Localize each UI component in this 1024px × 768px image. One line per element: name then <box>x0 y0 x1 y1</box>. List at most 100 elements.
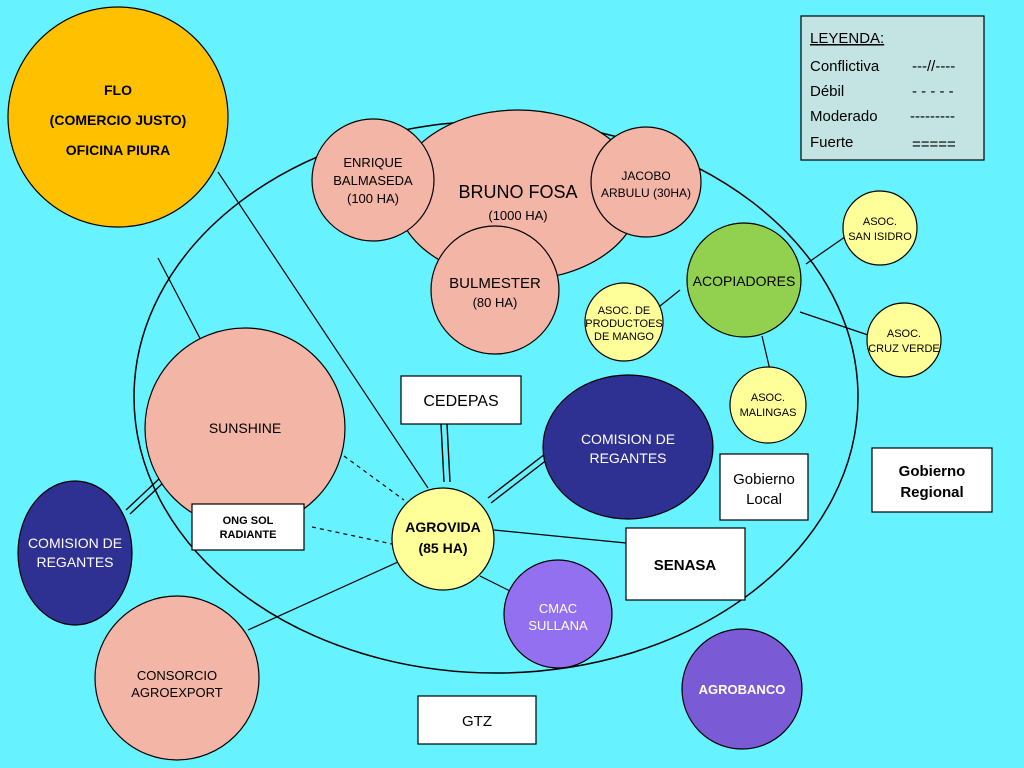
node-flo-label: FLO(COMERCIO JUSTO)OFICINA PIURA <box>50 82 187 158</box>
sunshine-line-0: SUNSHINE <box>209 420 281 436</box>
consorcio-line-1: AGROEXPORT <box>131 685 223 700</box>
node-flo: FLO(COMERCIO JUSTO)OFICINA PIURA <box>7 6 229 228</box>
link-acopiadores-mango <box>659 289 681 307</box>
jacobo-line-0: JACOBO <box>621 169 670 183</box>
enrique-line-0: ENRIQUE <box>343 155 403 170</box>
comision-l-line-0: COMISION DE <box>28 535 122 551</box>
node-acopiadores-label: ACOPIADORES <box>693 273 796 289</box>
enrique-line-1: BALMASEDA <box>333 173 413 188</box>
node-enrique-label: ENRIQUE BALMASEDA (100 HA) <box>333 155 413 206</box>
box-cedepas-label: CEDEPAS <box>423 393 498 410</box>
cmac-line-1: SULLANA <box>528 618 588 633</box>
link-comision-agrovida-a <box>487 453 546 499</box>
bruno-line-0: BRUNO FOSA <box>458 182 577 202</box>
node-bruno-fosa-label: BRUNO FOSA(1000 HA) <box>458 182 577 223</box>
node-agrovida-label: AGROVIDA(85 HA) <box>405 519 480 556</box>
node-asoc-cruz-verde: ASOC. CRUZ VERDE <box>866 302 942 378</box>
link-comision-left-sunshine-b <box>129 481 165 515</box>
node-agrovida: AGROVIDA(85 HA) <box>391 487 495 591</box>
comision-r-line-0: COMISION DE <box>581 431 675 447</box>
sanisidro-line-0: ASOC. <box>863 216 897 228</box>
box-gtz-label: GTZ <box>462 713 492 730</box>
comision-l-line-1: REGANTES <box>36 554 113 570</box>
agrobanco-line-0: AGROBANCO <box>699 682 786 697</box>
ong-line-0: ONG SOL <box>223 515 274 527</box>
node-asoc-san-isidro: ASOC. SAN ISIDRO <box>842 190 918 266</box>
mango-line-0: ASOC. DE <box>598 305 651 317</box>
legend-label-debil: Débil <box>810 83 844 100</box>
link-acopiadores-cruzverde <box>799 311 869 336</box>
agrovida-line-0: AGROVIDA <box>405 519 480 535</box>
box-ong-sol-label: ONG SOL RADIANTE <box>220 515 277 541</box>
flo-line-2: OFICINA PIURA <box>66 142 170 158</box>
node-comision-regantes-right: COMISION DE REGANTES <box>542 374 714 520</box>
box-ong-sol-radiante: ONG SOL RADIANTE <box>191 503 305 551</box>
box-senasa: SENASA <box>625 527 746 601</box>
comision-r-line-1: REGANTES <box>589 450 666 466</box>
link-consorcio-agrovida <box>247 561 399 631</box>
link-comision-left-sunshine-a <box>125 477 161 511</box>
cruzverde-line-0: ASOC. <box>887 328 921 340</box>
cedepas-line-0: CEDEPAS <box>423 393 498 410</box>
legend-label-moderado: Moderado <box>810 108 878 125</box>
link-comision-agrovida-b <box>490 458 549 504</box>
node-acopiadores: ACOPIADORES <box>686 222 802 338</box>
node-asoc-malingas-label: ASOC. MALINGAS <box>740 392 797 419</box>
link-cedepas-agrovida-b <box>446 423 451 483</box>
legend-symbol-conflictiva: ---//---- <box>912 58 955 75</box>
gob-local-line-1: Local <box>746 491 782 508</box>
gtz-line-0: GTZ <box>462 713 492 730</box>
node-comision-regantes-right-label: COMISION DE REGANTES <box>581 431 675 466</box>
node-enrique-balmaseda: ENRIQUE BALMASEDA (100 HA) <box>311 118 435 242</box>
ong-line-1: RADIANTE <box>220 529 277 541</box>
legend-symbol-debil: - - - - - <box>912 83 954 100</box>
jacobo-line-1: ARBULU (30HA) <box>601 186 691 200</box>
malingas-line-0: ASOC. <box>751 392 785 404</box>
gob-local-line-0: Gobierno <box>733 471 795 488</box>
node-asoc-san-isidro-label: ASOC. SAN ISIDRO <box>848 216 912 243</box>
enrique-line-2: (100 HA) <box>347 191 399 206</box>
node-agrobanco: AGROBANCO <box>681 628 803 750</box>
node-jacobo-label: JACOBO ARBULU (30HA) <box>601 169 691 200</box>
node-agrobanco-label: AGROBANCO <box>699 682 786 697</box>
bulmester-line-0: BULMESTER <box>449 275 541 292</box>
sanisidro-line-1: SAN ISIDRO <box>848 231 912 243</box>
node-consorcio-agroexport: CONSORCIO AGROEXPORT <box>94 595 260 761</box>
node-jacobo-arbulu: JACOBO ARBULU (30HA) <box>590 126 702 238</box>
link-agrovida-senasa <box>493 529 627 544</box>
node-sunshine-label: SUNSHINE <box>209 420 281 436</box>
consorcio-line-0: CONSORCIO <box>137 668 217 683</box>
legend-title: LEYENDA: <box>810 30 884 47</box>
node-sunshine: SUNSHINE <box>144 327 346 529</box>
node-consorcio-label: CONSORCIO AGROEXPORT <box>131 668 223 700</box>
legend-label-conflictiva: Conflictiva <box>810 58 880 75</box>
legend-symbol-moderado: --------- <box>910 108 955 125</box>
node-bulmester: BULMESTER (80 HA) <box>430 225 560 355</box>
gob-regional-line-1: Regional <box>900 484 963 501</box>
cruzverde-line-1: CRUZ VERDE <box>868 343 940 355</box>
legend-label-fuerte: Fuerte <box>810 134 853 151</box>
link-sunshine-agrovida <box>343 455 405 501</box>
legend: LEYENDA: Conflictiva ---//---- Débil - -… <box>800 15 985 161</box>
link-cedepas-agrovida-a <box>440 423 445 483</box>
node-asoc-malingas: ASOC. MALINGAS <box>729 366 807 444</box>
malingas-line-1: MALINGAS <box>740 407 797 419</box>
node-bulmester-label: BULMESTER (80 HA) <box>449 275 541 310</box>
flo-line-0: FLO <box>104 82 132 98</box>
gob-regional-line-0: Gobierno <box>899 463 966 480</box>
node-asoc-cruz-verde-label: ASOC. CRUZ VERDE <box>868 328 940 355</box>
box-gtz: GTZ <box>417 695 537 745</box>
mango-line-1: PRODUCTOES <box>585 318 662 330</box>
bulmester-line-1: (80 HA) <box>473 295 518 310</box>
link-flo-agrovida <box>217 171 429 489</box>
senasa-line-0: SENASA <box>654 557 717 574</box>
